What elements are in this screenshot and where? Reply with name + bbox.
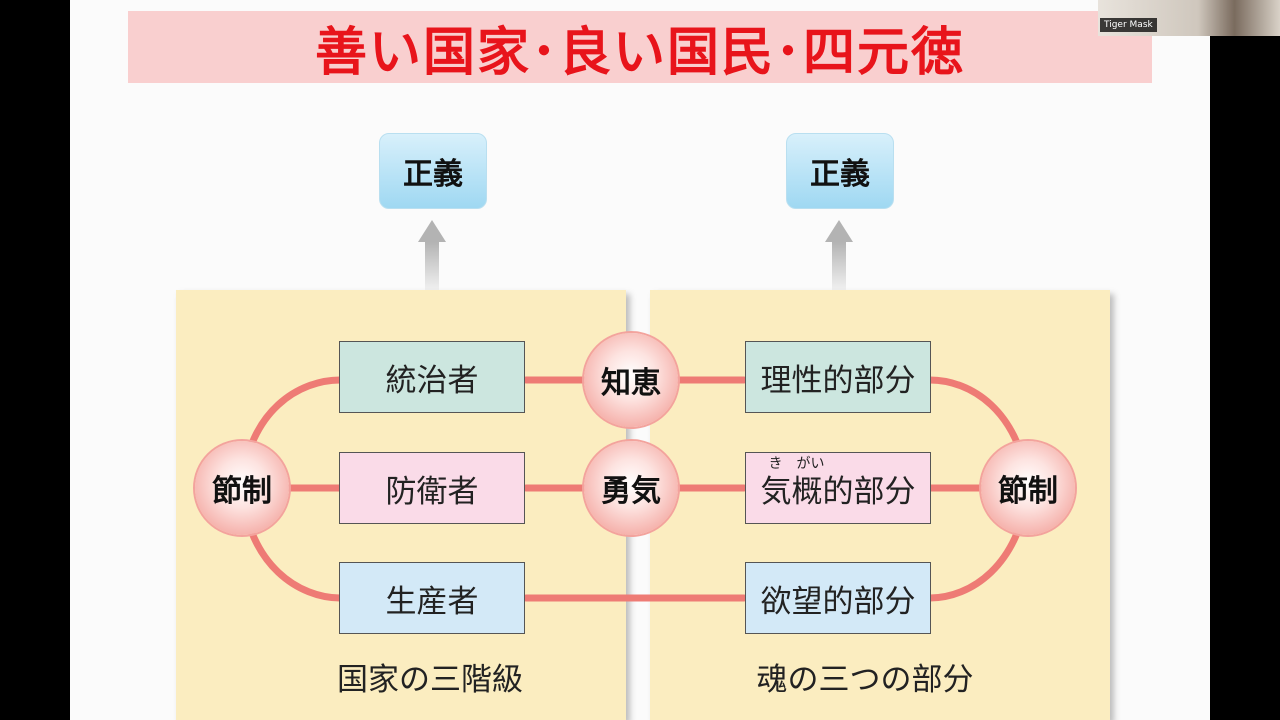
producer-box: 生産者: [339, 562, 525, 634]
appetitive-part-box: 欲望的部分: [745, 562, 931, 634]
slide: 善い国家･良い国民･四元徳 正義 正義 統治者 防衛者 生産者 理性的部分 き …: [70, 0, 1210, 720]
furigana: き がい: [768, 455, 825, 472]
rational-part-box: 理性的部分: [745, 341, 931, 413]
spirited-part-box: き がい 気概 的部分: [745, 452, 931, 524]
spirited-kanji: 気概: [760, 473, 823, 510]
soul-panel-caption: 魂の三つの部分: [756, 662, 974, 698]
virtue-wisdom: 知恵: [584, 333, 678, 427]
spirited-suffix: 的部分: [822, 473, 916, 510]
slide-title: 善い国家･良い国民･四元徳: [314, 22, 965, 83]
virtue-temperance-state: 節制: [195, 441, 289, 535]
virtue-courage: 勇気: [584, 441, 678, 535]
up-arrow-icon: [418, 220, 446, 290]
state-panel-caption: 国家の三階級: [337, 662, 523, 698]
guardian-box: 防衛者: [339, 452, 525, 524]
justice-box-soul: 正義: [786, 133, 894, 209]
up-arrow-icon: [825, 220, 853, 290]
title-banner: 善い国家･良い国民･四元徳: [128, 11, 1152, 83]
participant-name-label: Tiger Mask: [1100, 18, 1157, 32]
ruler-box: 統治者: [339, 341, 525, 413]
spirited-kanji-with-ruby: き がい 気概: [760, 456, 825, 511]
justice-box-state: 正義: [379, 133, 487, 209]
virtue-temperance-soul: 節制: [981, 441, 1075, 535]
